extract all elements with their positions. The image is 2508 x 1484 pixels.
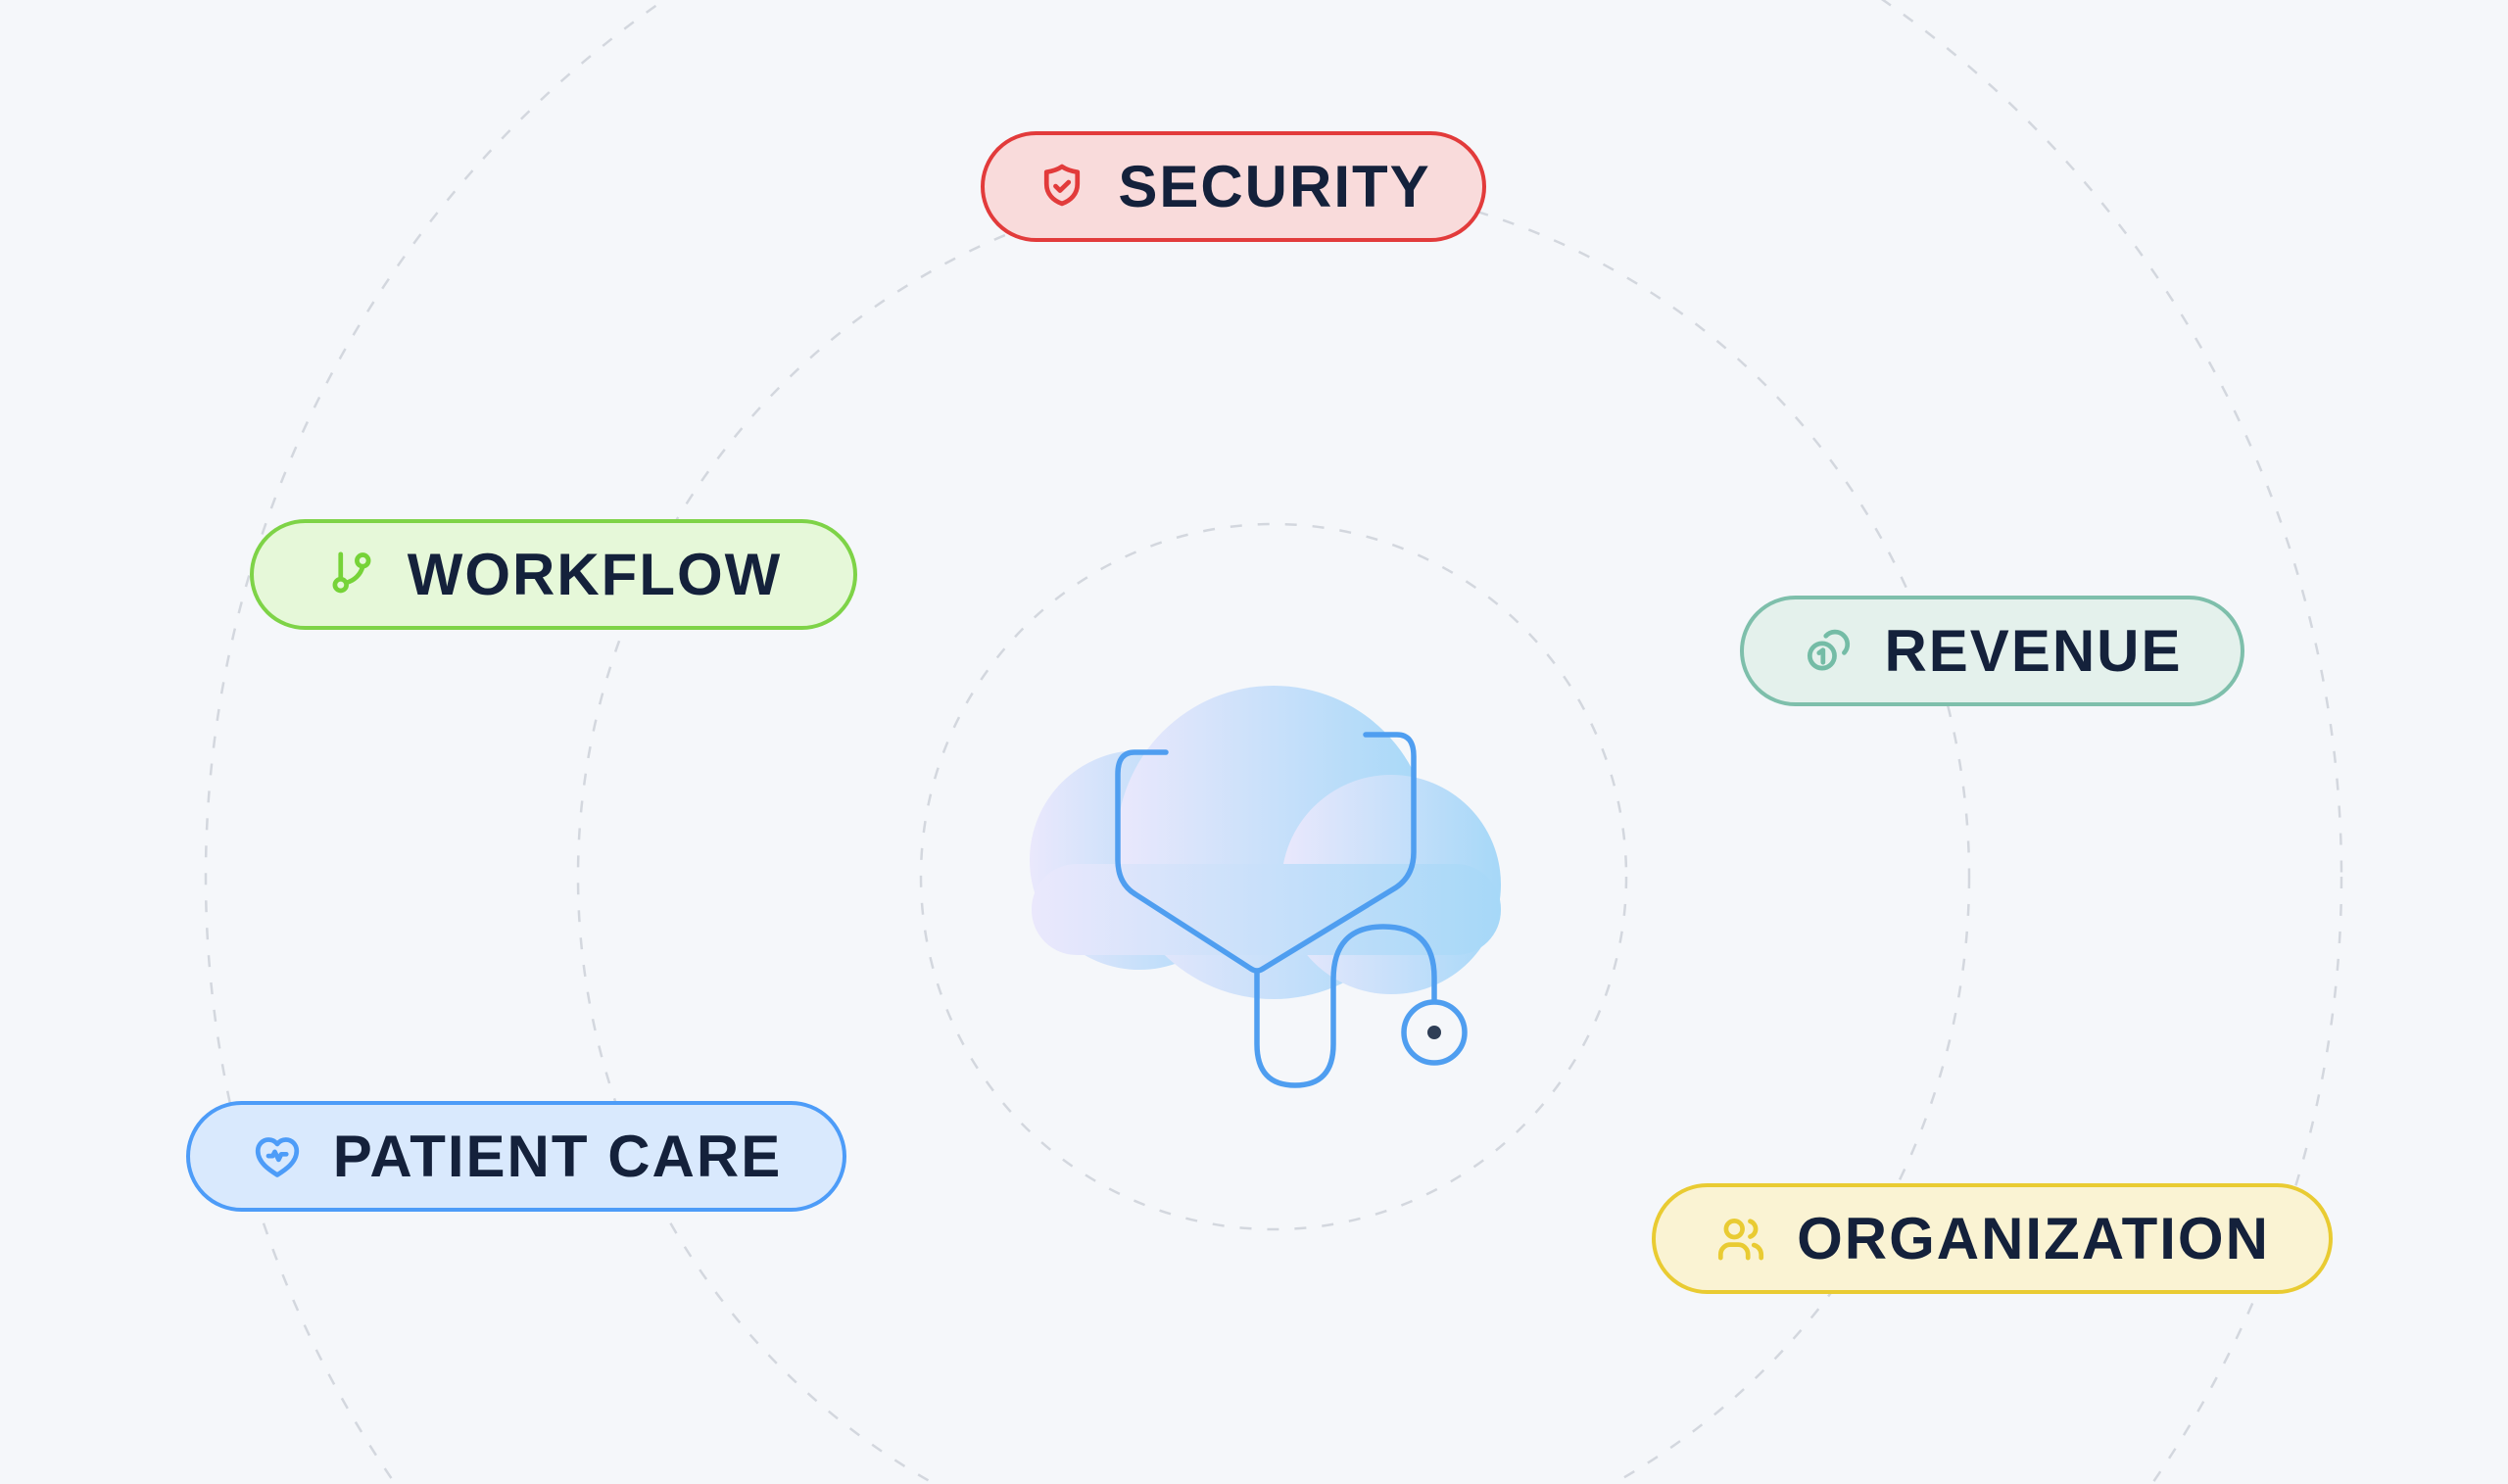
coins-icon: [1802, 625, 1855, 678]
badge-workflow: WORKFLOW: [250, 519, 857, 630]
badge-revenue-label: REVENUE: [1884, 618, 2183, 684]
stethoscope-icon: [1115, 732, 1468, 1088]
dashed-rings: [205, 0, 2342, 1484]
shield-check-icon: [1036, 161, 1088, 214]
badge-patient-care: PATIENT CARE: [186, 1101, 846, 1212]
badge-workflow-label: WORKFLOW: [407, 542, 783, 607]
badge-patient-care-label: PATIENT CARE: [332, 1124, 783, 1189]
users-icon: [1714, 1213, 1767, 1266]
dashed-ring-outer: [205, 0, 2342, 1484]
badge-organization-label: ORGANIZATION: [1797, 1206, 2270, 1271]
badge-security: SECURITY: [981, 131, 1486, 242]
badge-security-label: SECURITY: [1118, 154, 1431, 219]
heart-pulse-icon: [251, 1130, 304, 1183]
dashed-ring-middle: [576, 179, 1971, 1484]
cloud-icon: [1030, 686, 1501, 999]
git-branch-icon: [325, 549, 378, 601]
badge-revenue: REVENUE: [1740, 596, 2244, 706]
dashed-ring-inner: [919, 522, 1628, 1231]
badge-organization: ORGANIZATION: [1652, 1183, 2333, 1294]
stethoscope-chestpiece: [1401, 999, 1468, 1066]
